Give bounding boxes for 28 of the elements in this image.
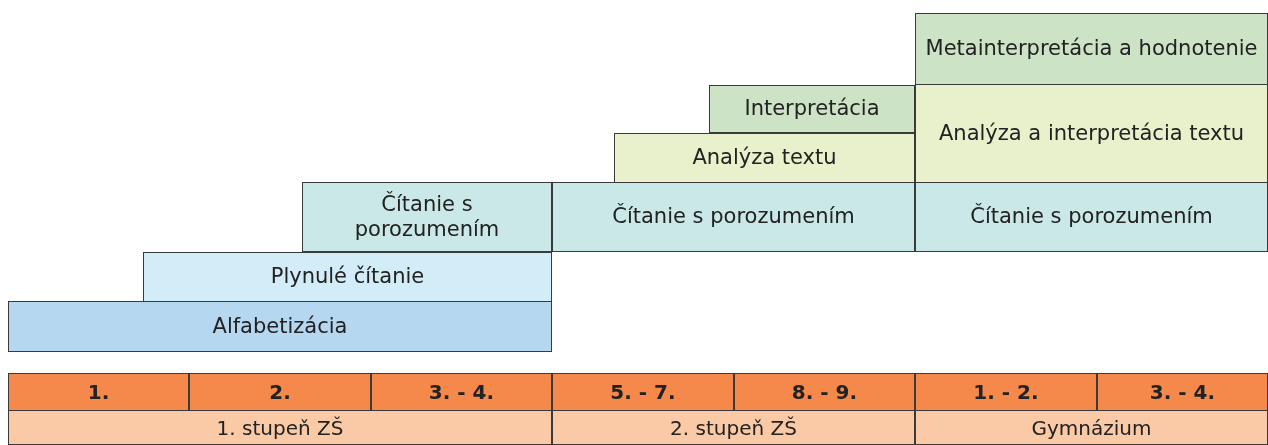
stage-box <box>552 182 915 252</box>
school-level-cell: 2. stupeň ZŠ <box>552 410 915 445</box>
stage-box <box>143 252 552 302</box>
grade-cell: 1. <box>8 373 189 411</box>
school-level-cell: Gymnázium <box>915 410 1268 445</box>
stage-box <box>915 182 1268 252</box>
stage-label: Interpretácia <box>743 96 881 122</box>
stage-label: Alfabetizácia <box>211 313 349 340</box>
stage-label: Čítanie s porozumením <box>353 191 501 243</box>
stage-label: Plynulé čítanie <box>269 264 426 290</box>
stage-label: Čítanie s porozumením <box>969 204 1214 230</box>
grade-cell: 8. - 9. <box>734 373 915 411</box>
stage-box <box>302 182 552 252</box>
stage-box <box>709 85 915 133</box>
stage-label: Metainterpretácia a hodnotenie <box>924 36 1259 62</box>
grade-cell: 2. <box>189 373 371 411</box>
stage-label: Analýza textu <box>691 145 838 171</box>
grade-cell: 5. - 7. <box>552 373 734 411</box>
grade-cell: 3. - 4. <box>1097 373 1268 411</box>
stage-label: Čítanie s porozumením <box>611 204 856 230</box>
stage-box <box>915 13 1268 85</box>
stage-box <box>915 84 1268 183</box>
stage-box <box>614 133 915 183</box>
stage-box <box>8 301 552 352</box>
stage-label: Analýza a interpretácia textu <box>937 120 1246 147</box>
school-level-cell: 1. stupeň ZŠ <box>8 410 552 445</box>
grade-cell: 3. - 4. <box>371 373 552 411</box>
grade-cell: 1. - 2. <box>915 373 1097 411</box>
